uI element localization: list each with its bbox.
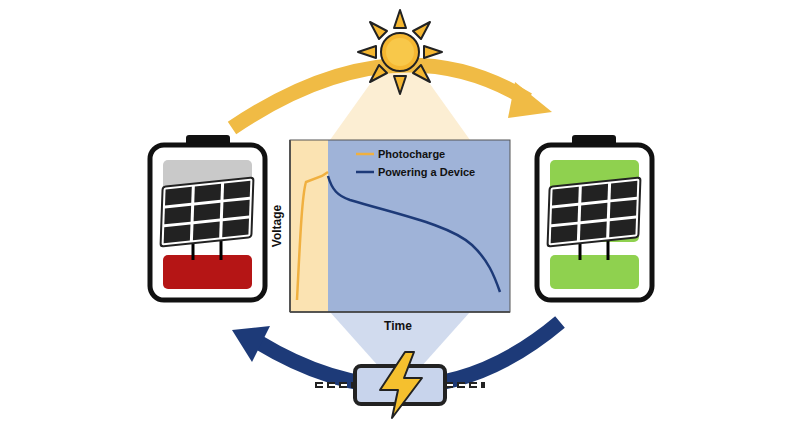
arrow-head bbox=[508, 82, 552, 118]
voltage-chart bbox=[290, 140, 510, 312]
empty-battery bbox=[150, 135, 265, 300]
legend-text: Photocharge bbox=[378, 148, 445, 160]
legend-line bbox=[356, 153, 374, 156]
legend-text: Powering a Device bbox=[378, 166, 475, 178]
arrow-head bbox=[232, 326, 270, 362]
full-battery bbox=[537, 135, 652, 300]
axis-label: Time bbox=[384, 319, 412, 333]
sun-beam bbox=[330, 70, 470, 140]
sun bbox=[358, 10, 442, 94]
device-battery bbox=[315, 352, 485, 418]
axis-label: Voltage bbox=[270, 205, 284, 247]
legend-line bbox=[356, 171, 374, 174]
charge-arrow bbox=[232, 65, 528, 128]
